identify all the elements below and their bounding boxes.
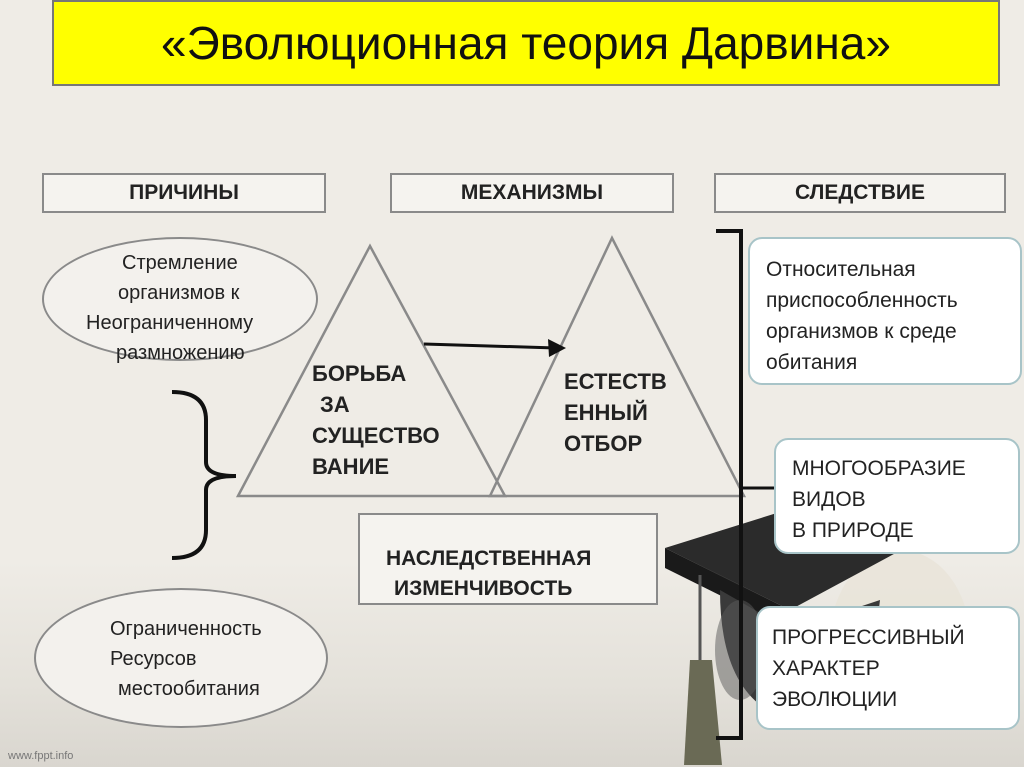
cause-line: размножению [116, 342, 245, 364]
consequence-line: организмов к среде [766, 320, 957, 343]
consequence-line: В ПРИРОДЕ [792, 519, 914, 542]
heritable-variability-box: НАСЛЕДСТВЕННАЯ ИЗМЕНЧИВОСТЬ [358, 513, 658, 605]
cause-resources-ellipse: Ограниченность Ресурсов местообитания [34, 588, 328, 728]
consequence-progressive-box: ПРОГРЕССИВНЫЙ ХАРАКТЕР ЭВОЛЮЦИИ [756, 606, 1020, 730]
cause-line: организмов к [118, 282, 240, 304]
header-causes: ПРИЧИНЫ [42, 173, 326, 213]
cause-line: местообитания [118, 678, 260, 700]
consequence-line: ХАРАКТЕР [772, 657, 880, 680]
selection-line: ЕСТЕСТВ [564, 369, 667, 394]
cause-line: Неограниченному [86, 312, 254, 334]
selection-line: ЕННЫЙ [564, 400, 648, 425]
selection-triangle [488, 235, 747, 498]
cause-line: Ресурсов [110, 648, 197, 670]
struggle-line: ЗА [320, 392, 350, 417]
consequence-adaptation-box: Относительная приспособленность организм… [748, 237, 1022, 385]
arrow-head-icon [548, 339, 566, 357]
header-mechanisms: МЕХАНИЗМЫ [390, 173, 674, 213]
cause-reproduction-ellipse: Стремление организмов к Неограниченному … [42, 237, 318, 364]
variability-line: НАСЛЕДСТВЕННАЯ [386, 547, 592, 570]
right-bracket-icon [716, 229, 743, 740]
consequence-line: приспособленность [766, 289, 958, 312]
struggle-line: ВАНИЕ [312, 454, 390, 479]
footer-watermark: www.fppt.info [8, 750, 74, 762]
consequence-line: ЭВОЛЮЦИИ [772, 688, 898, 711]
selection-line: ОТБОР [564, 431, 643, 456]
consequence-line: обитания [766, 351, 858, 374]
struggle-triangle [235, 243, 508, 498]
consequence-diversity-box: МНОГООБРАЗИЕ ВИДОВ В ПРИРОДЕ [774, 438, 1020, 554]
header-consequence: СЛЕДСТВИЕ [714, 173, 1006, 213]
consequence-line: ПРОГРЕССИВНЫЙ [772, 626, 965, 649]
cause-line: Ограниченность [110, 618, 262, 640]
cause-line: Стремление [122, 252, 238, 274]
struggle-line: БОРЬБА [312, 361, 407, 386]
arrow-line [423, 342, 557, 350]
variability-line: ИЗМЕНЧИВОСТЬ [394, 577, 573, 600]
consequence-line: МНОГООБРАЗИЕ [792, 457, 966, 480]
page-title: «Эволюционная теория Дарвина» [52, 0, 1000, 86]
left-brace-icon [171, 390, 237, 560]
struggle-line: СУЩЕСТВО [312, 423, 440, 448]
consequence-line: Относительная [766, 258, 916, 281]
consequence-line: ВИДОВ [792, 488, 866, 511]
